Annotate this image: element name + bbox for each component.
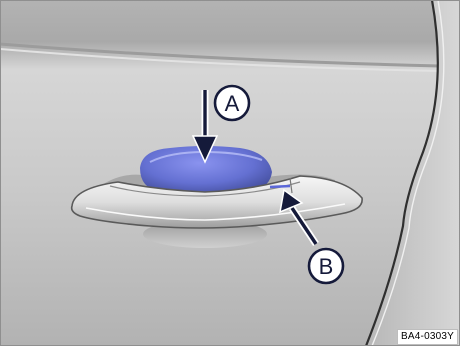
callout-a-label: A (225, 91, 240, 116)
body-crease-highlight (0, 48, 441, 72)
lock-sensor-line (269, 184, 291, 189)
callout-a: A (213, 84, 251, 122)
arrow-a (191, 90, 219, 164)
callout-b-label: B (319, 254, 334, 279)
handle-touch-sensor (140, 146, 272, 195)
door-handle-body (70, 175, 363, 229)
callout-b-circle (307, 247, 345, 285)
rear-fender (366, 0, 460, 346)
door-gap-line (364, 0, 439, 346)
lock-sensor-seam (289, 177, 293, 194)
callout-b: B (307, 247, 345, 285)
handle-highlight (85, 203, 346, 221)
figure-reference-code: BA4-0303Y (397, 329, 458, 345)
callout-a-circle (213, 84, 251, 122)
arrow-b (279, 188, 319, 246)
body-crease-line (0, 42, 441, 68)
door-gap-highlight (371, 0, 445, 346)
handle-upper-edge (109, 181, 301, 197)
